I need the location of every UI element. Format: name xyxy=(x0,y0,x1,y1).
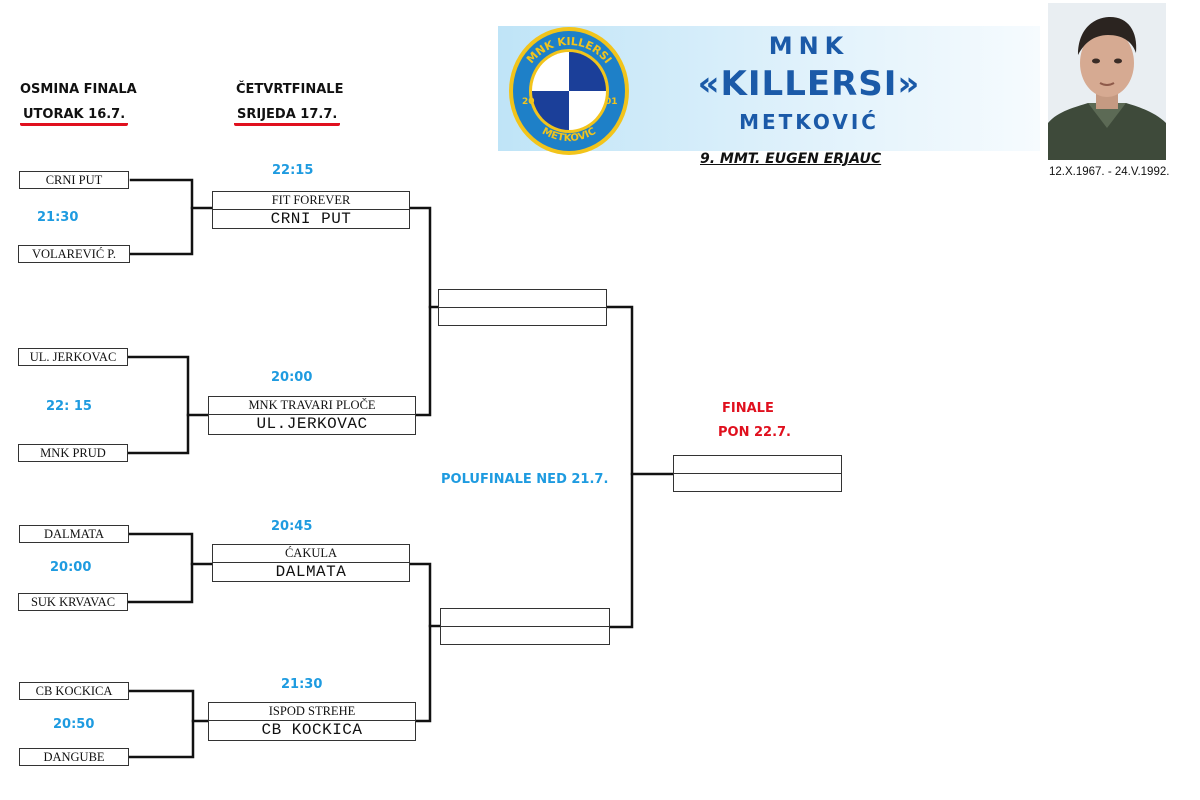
final-date: PON 22.7. xyxy=(718,425,791,440)
r1-m3-team-b: SUK KRVAVAC xyxy=(18,593,128,611)
sf-m2-team-b xyxy=(441,627,609,645)
r1-m3-team-a: DALMATA xyxy=(19,525,129,543)
qf-m1-time: 22:15 xyxy=(272,163,314,178)
r1-m4-team-b: DANGUBE xyxy=(19,748,129,766)
qf-m4-team-a: ISPOD STREHE xyxy=(209,703,415,721)
r1-m4-team-a: CB KOCKICA xyxy=(19,682,129,700)
connector-r1-m1 xyxy=(129,178,194,256)
qf-m4-box: ISPOD STREHE CB KOCKICA xyxy=(208,702,416,741)
r1-m1-team-a: CRNI PUT xyxy=(19,171,129,189)
round1-date: UTORAK 16.7. xyxy=(20,107,129,126)
r1-m3-time: 20:00 xyxy=(50,560,92,575)
sf-m2-box xyxy=(440,608,610,645)
sf-m2-team-a xyxy=(441,609,609,627)
tournament-title: 9. MMT. EUGEN ERJAUC xyxy=(700,151,882,167)
r1-m2-team-b: MNK PRUD xyxy=(18,444,128,462)
r1-m2-team-a: UL. JERKOVAC xyxy=(18,348,128,366)
portrait-photo xyxy=(1048,3,1166,160)
club-name-line2: «KILLERSI» xyxy=(697,64,921,104)
semifinal-label: POLUFINALE NED 21.7. xyxy=(441,472,609,487)
qf-m3-team-a: ĆAKULA xyxy=(213,545,409,563)
round2-title: ČETVRTFINALE xyxy=(236,82,344,97)
qf-m1-team-a: FIT FOREVER xyxy=(213,192,409,210)
logo-year-left: 20 xyxy=(522,97,535,107)
connector-r1-m4 xyxy=(127,689,195,759)
final-team-a xyxy=(674,456,841,474)
sf-m1-box xyxy=(438,289,607,326)
qf-m2-team-a: MNK TRAVARI PLOČE xyxy=(209,397,415,415)
qf-m2-team-b: UL.JERKOVAC xyxy=(256,415,368,433)
sf-m1-team-b xyxy=(439,308,606,326)
logo-year-right: 01 xyxy=(605,97,618,107)
r1-m1-team-b: VOLAREVIĆ P. xyxy=(18,245,130,263)
round1-title: OSMINA FINALA xyxy=(20,82,137,97)
connector-r1-m3 xyxy=(127,532,194,604)
r1-m1-time: 21:30 xyxy=(37,210,79,225)
qf-m3-team-b: DALMATA xyxy=(275,563,347,581)
qf-m2-box: MNK TRAVARI PLOČE UL.JERKOVAC xyxy=(208,396,416,435)
connector-r1-m2 xyxy=(127,355,190,455)
qf-m3-box: ĆAKULA DALMATA xyxy=(212,544,410,582)
qf-m4-time: 21:30 xyxy=(281,677,323,692)
final-box xyxy=(673,455,842,492)
qf-m1-box: FIT FOREVER CRNI PUT xyxy=(212,191,410,229)
qf-m2-time: 20:00 xyxy=(271,370,313,385)
round2-date: SRIJEDA 17.7. xyxy=(234,107,341,126)
memorial-dates: 12.X.1967. - 24.V.1992. xyxy=(1049,166,1170,178)
r1-m2-time: 22: 15 xyxy=(46,399,92,414)
r1-m4-time: 20:50 xyxy=(53,717,95,732)
connector-qf-top xyxy=(408,206,432,417)
connector-sf xyxy=(605,305,634,629)
connector-qf-bottom xyxy=(408,562,432,723)
qf-m3-time: 20:45 xyxy=(271,519,313,534)
club-name-line3: METKOVIĆ xyxy=(739,110,879,134)
final-team-b xyxy=(674,474,841,492)
final-title: FINALE xyxy=(722,401,774,416)
qf-m4-team-b: CB KOCKICA xyxy=(261,721,363,739)
sf-m1-team-a xyxy=(439,290,606,308)
club-logo: MNK KILLERSI METKOVIĆ 20 01 xyxy=(509,27,629,155)
club-name-line1: MNK xyxy=(768,32,850,60)
qf-m1-team-b: CRNI PUT xyxy=(270,210,352,228)
